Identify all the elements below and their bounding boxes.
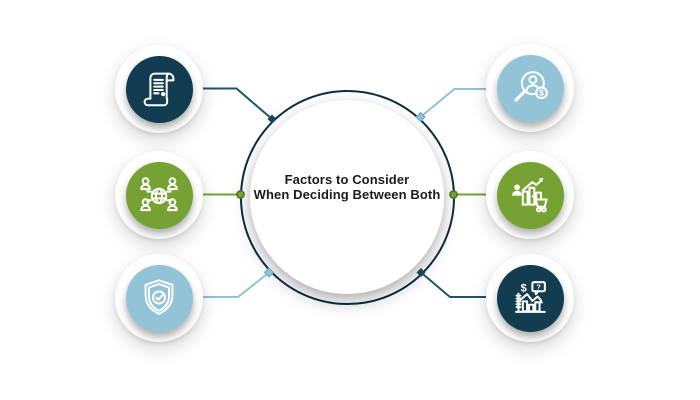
connector-top-left xyxy=(197,87,273,120)
node-middle-right xyxy=(486,151,574,239)
global-team-network-icon xyxy=(140,177,178,212)
cost-analysis-chart-icon: $ ? xyxy=(515,281,546,313)
chart-dollar-glyph: $ xyxy=(521,282,527,294)
cost-analysis-badge: $ ? xyxy=(496,264,564,332)
center-title: Factors to Consider When Deciding Betwee… xyxy=(254,173,441,202)
scroll-document-icon xyxy=(143,72,175,107)
shield-badge xyxy=(125,264,193,332)
center-circle: Factors to Consider When Deciding Betwee… xyxy=(250,100,444,294)
node-top-left xyxy=(115,45,203,133)
node-bottom-right: $ ? xyxy=(486,254,574,342)
bubble-question-glyph: ? xyxy=(536,283,541,292)
scroll-badge xyxy=(125,55,193,123)
node-middle-left xyxy=(115,151,203,239)
node-bottom-left xyxy=(115,254,203,342)
center-title-line1: Factors to Consider xyxy=(284,172,410,188)
market-growth-cart-icon xyxy=(512,177,548,213)
coin-dollar-glyph: $ xyxy=(539,89,544,98)
market-growth-badge xyxy=(496,161,564,229)
center-title-line2: When Deciding Between Both xyxy=(253,187,441,202)
connector-bottom-left xyxy=(197,271,270,298)
global-team-badge xyxy=(125,161,193,229)
talent-search-badge: $ xyxy=(496,54,564,122)
node-top-right: $ xyxy=(486,44,574,132)
shield-check-icon xyxy=(144,279,174,315)
talent-search-cost-icon: $ xyxy=(514,71,548,102)
